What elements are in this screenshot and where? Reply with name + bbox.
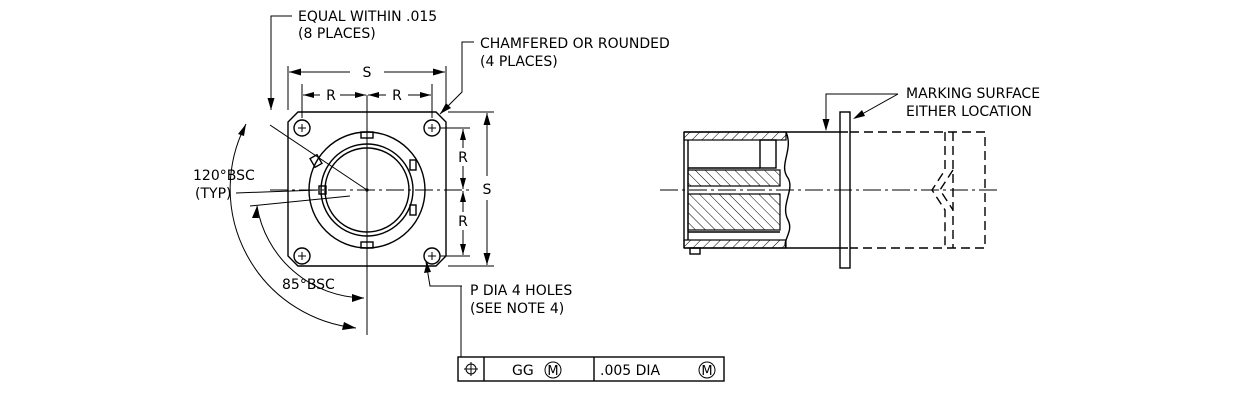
note-text: (8 PLACES)	[298, 26, 376, 42]
mounting-hole	[293, 247, 311, 265]
equal-within-note: EQUAL WITHIN .015 (8 PLACES)	[267, 9, 437, 110]
note-text: EQUAL WITHIN .015	[298, 9, 437, 25]
angle-85-dimension: 85°BSC	[249, 195, 365, 302]
key-tab	[318, 185, 327, 195]
angle-label: 120°BSC	[193, 168, 255, 184]
feature-control-frame: GG M .005 DIA M	[457, 356, 725, 382]
note-text: P DIA 4 HOLES	[470, 283, 572, 299]
insert-section	[687, 169, 781, 187]
angle-label: (TYP)	[195, 186, 231, 202]
flange-outline	[287, 111, 447, 267]
dimension-label: R	[392, 88, 402, 104]
marking-surface-note: MARKING SURFACE EITHER LOCATION	[822, 86, 1040, 131]
dimension-label: R	[458, 150, 468, 166]
key-tab	[689, 247, 701, 255]
dimension-label: S	[363, 65, 372, 81]
break-line	[783, 131, 791, 249]
angle-120-dimension: 120°BSC (TYP)	[193, 123, 368, 330]
front-view	[270, 95, 470, 335]
dimension-r-top: R R	[301, 84, 433, 118]
note-text: EITHER LOCATION	[906, 104, 1032, 120]
modifier-circle	[698, 361, 716, 379]
insert-section	[687, 193, 781, 231]
hidden-break	[939, 169, 954, 211]
dimension-r-right: R R	[440, 127, 470, 257]
contact-cavity	[759, 139, 777, 169]
key-tab	[309, 153, 323, 169]
dimension-label: R	[326, 88, 336, 104]
side-view	[660, 111, 1000, 269]
key-tab	[409, 204, 417, 216]
note-text: (4 PLACES)	[480, 54, 558, 70]
note-text: MARKING SURFACE	[906, 86, 1040, 102]
chamfered-note: CHAMFERED OR ROUNDED (4 PLACES)	[439, 36, 670, 115]
dimension-s-right: S	[448, 111, 494, 267]
modifier-circle	[544, 361, 562, 379]
dimension-s-top: S	[287, 65, 447, 110]
flange-section	[839, 111, 851, 269]
datum-reference: GG	[512, 363, 534, 379]
datum-modifier: M	[547, 364, 558, 379]
holes-note: P DIA 4 HOLES (SEE NOTE 4)	[424, 261, 572, 357]
dimension-label: R	[458, 214, 468, 230]
shell-wall-section	[683, 131, 787, 141]
mounting-hole	[293, 119, 311, 137]
mounting-hole	[423, 119, 441, 137]
angle-label: 85°BSC	[282, 277, 335, 293]
tolerance-value: .005 DIA	[600, 363, 661, 379]
note-text: (SEE NOTE 4)	[470, 301, 564, 317]
mounting-hole	[423, 247, 441, 265]
dimension-label: S	[483, 182, 492, 198]
hidden-break	[931, 132, 946, 248]
control-frame-box	[457, 356, 725, 382]
key-tab	[409, 159, 417, 171]
shell-wall-section	[683, 239, 787, 249]
note-text: CHAMFERED OR ROUNDED	[480, 36, 670, 52]
position-symbol-icon	[464, 362, 478, 376]
tolerance-modifier: M	[701, 364, 712, 379]
